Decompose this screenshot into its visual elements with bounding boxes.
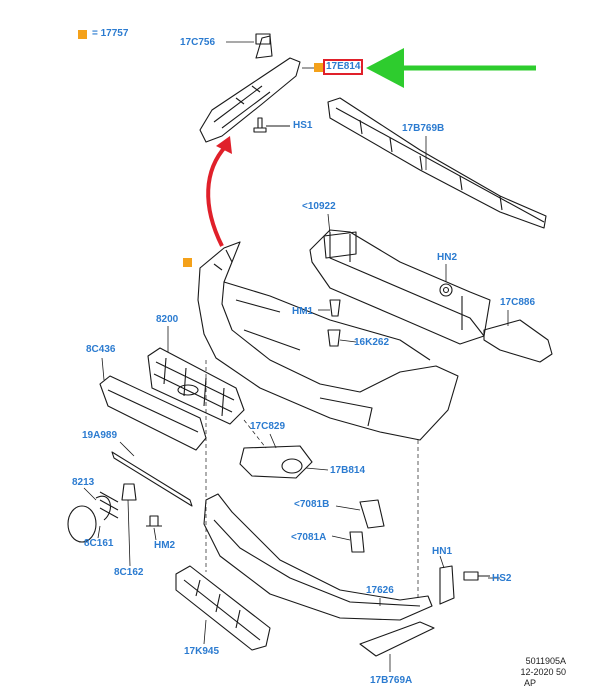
- part-label-hn1: HN1: [432, 546, 453, 557]
- footer-ref: 5011905A 12-2020 50 AP: [496, 656, 566, 689]
- marker-square: [183, 258, 192, 267]
- part-label-17k945: 17K945: [184, 646, 220, 657]
- bumper-cover: [197, 241, 459, 441]
- part-label-16k262: 16K262: [354, 337, 390, 348]
- screw-hs2: [463, 571, 490, 581]
- part-label-hm1: HM1: [292, 306, 314, 317]
- green-arrow: [366, 48, 536, 88]
- part-label-10922: <10922: [302, 201, 336, 212]
- part-label-hs1: HS1: [293, 120, 313, 131]
- part-label-7081b: <7081B: [294, 499, 330, 510]
- assembly-lines: [205, 360, 419, 600]
- footer-line-1: 5011905A: [525, 656, 566, 666]
- lower-valance: [203, 493, 433, 621]
- part-label-17c886: 17C886: [500, 297, 536, 308]
- part-label-17626: 17626: [366, 585, 394, 596]
- part-label-8200: 8200: [156, 314, 179, 325]
- part-label-17b769b: 17B769B: [402, 123, 445, 134]
- clip-16k262: [327, 329, 341, 347]
- part-label-hn2: HN2: [437, 252, 458, 263]
- footer-line-2: 12-2020 50: [520, 667, 566, 677]
- part-label-8c162: 8C162: [114, 567, 144, 578]
- emblem-8213: [67, 491, 119, 543]
- part-label-17b769a: 17B769A: [370, 675, 413, 686]
- screw-hm2: [146, 515, 162, 527]
- fog-bezel: [239, 445, 313, 479]
- lower-grille: [175, 565, 271, 651]
- part-label-7081a: <7081A: [291, 532, 327, 543]
- bracket-7081a: [349, 531, 365, 553]
- nut-hn2: [439, 283, 453, 297]
- legend-text: = 17757: [92, 28, 129, 39]
- grille-8200: [147, 347, 245, 425]
- part-label-8c161: 8C161: [84, 538, 114, 549]
- part-label-17c829: 17C829: [250, 421, 286, 432]
- strip-19a989: [111, 451, 193, 507]
- part-label-8213: 8213: [72, 477, 95, 488]
- part-label-17c756: 17C756: [180, 37, 216, 48]
- part-label-17e814: 17E814: [323, 59, 364, 75]
- bracket-hn1: [439, 565, 455, 605]
- footer-line-3: AP: [523, 678, 536, 688]
- upper-bracket: [199, 33, 301, 143]
- clip-8c162: [121, 483, 137, 501]
- part-label-17b814: 17B814: [330, 465, 366, 476]
- bracket-17c886: [483, 319, 553, 363]
- screw-hs1: [253, 117, 290, 133]
- legend-square: [78, 30, 87, 39]
- absorber-17b769b: [327, 97, 547, 229]
- red-arrow: [206, 136, 232, 247]
- marker-square: [314, 63, 323, 72]
- deflector-17b769a: [359, 621, 435, 657]
- part-label-hs2: HS2: [492, 573, 512, 584]
- part-label-8c436: 8C436: [86, 344, 116, 355]
- bumper-beam: [309, 229, 491, 345]
- leader-lines: [83, 41, 509, 672]
- part-label-19a989: 19A989: [82, 430, 118, 441]
- part-label-hm2: HM2: [154, 540, 176, 551]
- bracket-7081b: [359, 499, 385, 529]
- clip-hm1: [329, 299, 341, 317]
